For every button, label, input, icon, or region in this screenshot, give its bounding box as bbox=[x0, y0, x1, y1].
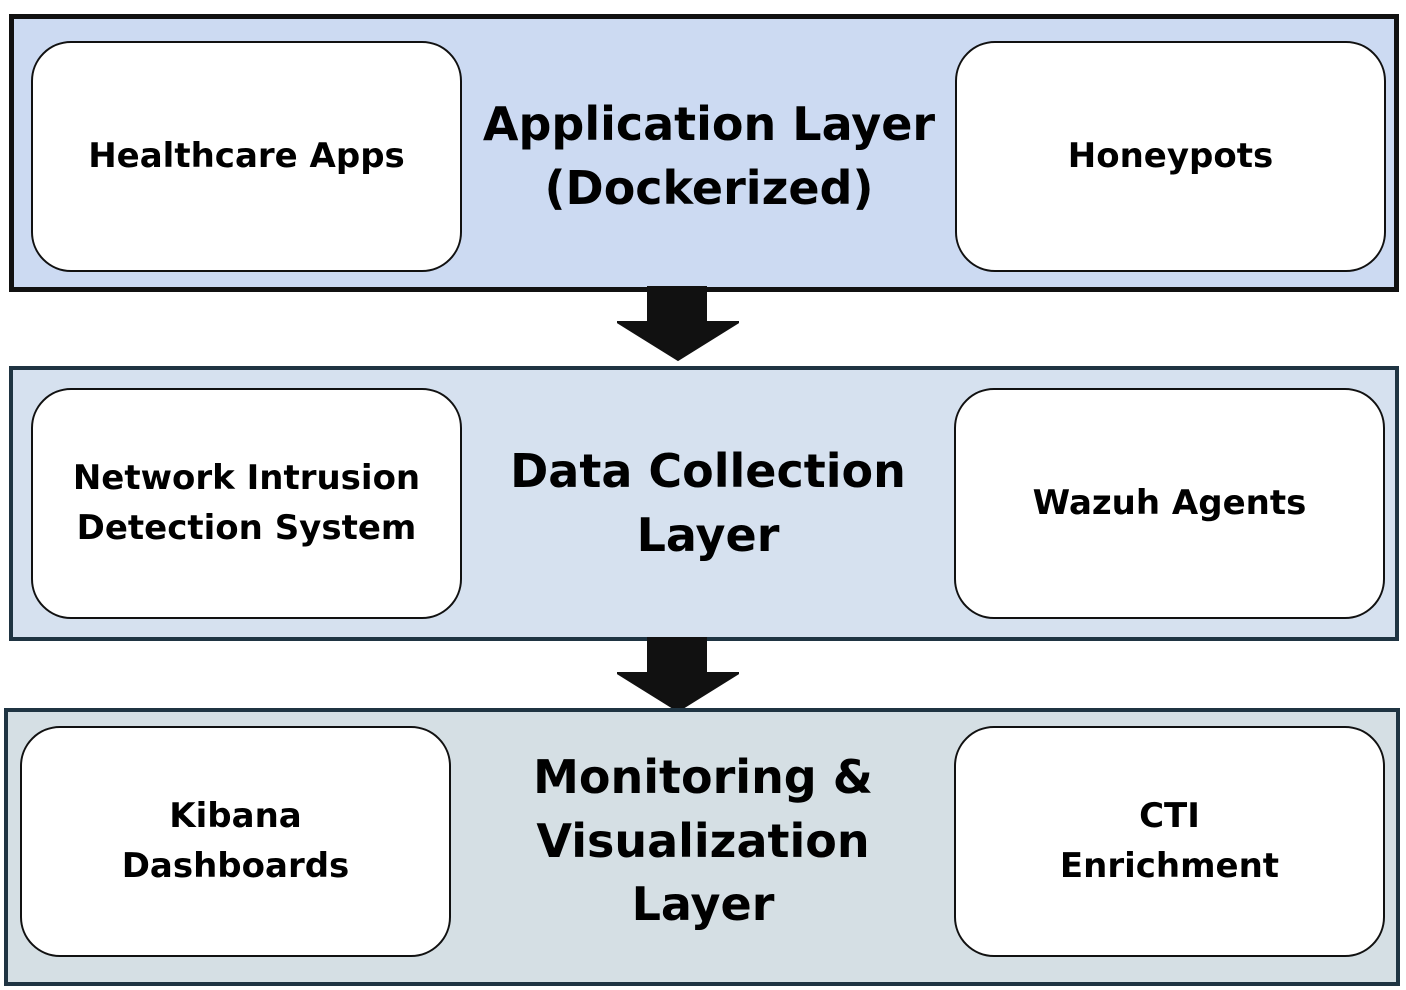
nids-box: Network Intrusion Detection System bbox=[31, 388, 462, 619]
wazuh-agents-box: Wazuh Agents bbox=[954, 388, 1385, 619]
data-collection-layer: Network Intrusion Detection System Data … bbox=[9, 366, 1399, 641]
down-arrow-icon bbox=[617, 286, 739, 362]
healthcare-apps-box: Healthcare Apps bbox=[31, 41, 462, 272]
cti-enrichment-box: CTI Enrichment bbox=[954, 726, 1385, 957]
application-layer-title: Application Layer (Dockerized) bbox=[482, 97, 936, 215]
monitoring-visualization-layer: Kibana Dashboards Monitoring & Visualiza… bbox=[4, 708, 1400, 986]
honeypots-box: Honeypots bbox=[955, 41, 1386, 272]
data-collection-layer-title: Data Collection Layer bbox=[510, 444, 906, 562]
monitoring-layer-title: Monitoring & Visualization Layer bbox=[533, 750, 873, 932]
down-arrow-icon bbox=[617, 637, 739, 713]
kibana-dashboards-box: Kibana Dashboards bbox=[20, 726, 451, 957]
application-layer: Healthcare Apps Application Layer (Docke… bbox=[9, 14, 1399, 292]
